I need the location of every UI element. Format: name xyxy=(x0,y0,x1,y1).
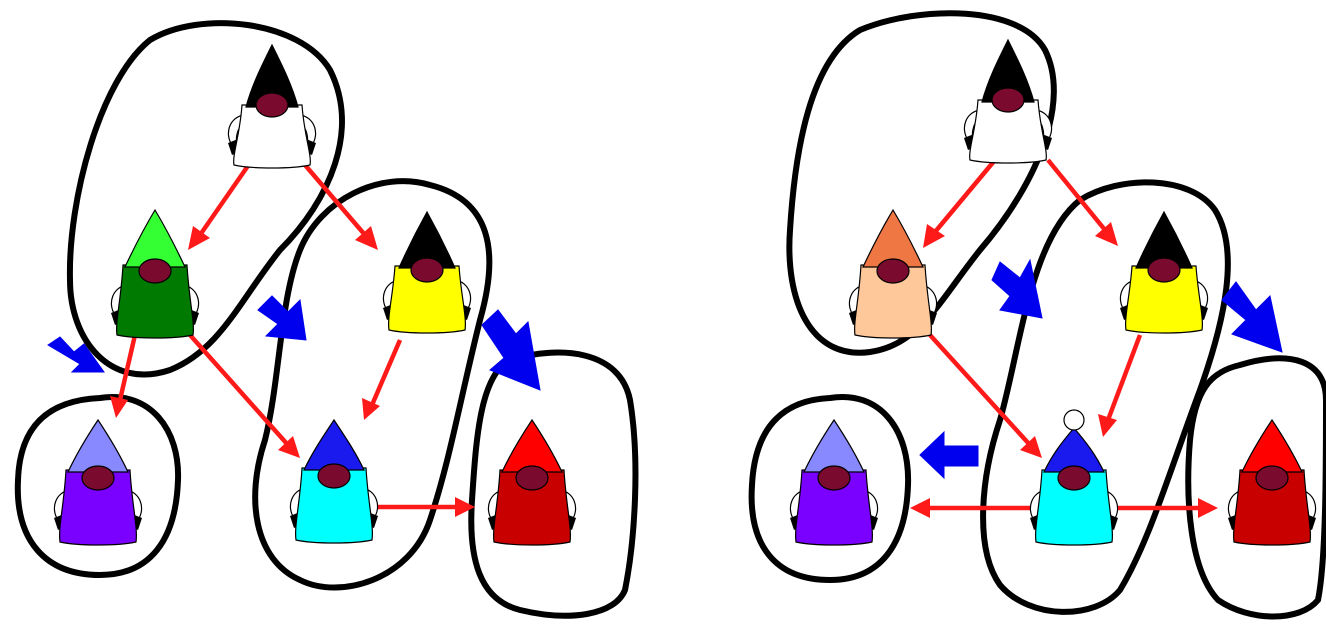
left-panel xyxy=(18,23,636,616)
figure-white xyxy=(964,40,1052,163)
figure-purple xyxy=(790,420,878,545)
figure-yellow xyxy=(383,212,471,333)
figure-green xyxy=(111,210,199,338)
right-panel xyxy=(752,13,1326,616)
figure-white xyxy=(228,45,316,168)
figure-red xyxy=(1228,420,1316,545)
figure-peach xyxy=(849,210,937,338)
pompom-icon xyxy=(1064,410,1084,430)
figure-purple xyxy=(54,420,142,545)
figure-cyan xyxy=(290,420,378,543)
figure-red xyxy=(488,420,576,545)
group-outline xyxy=(983,182,1228,612)
figure-yellow xyxy=(1120,212,1208,333)
